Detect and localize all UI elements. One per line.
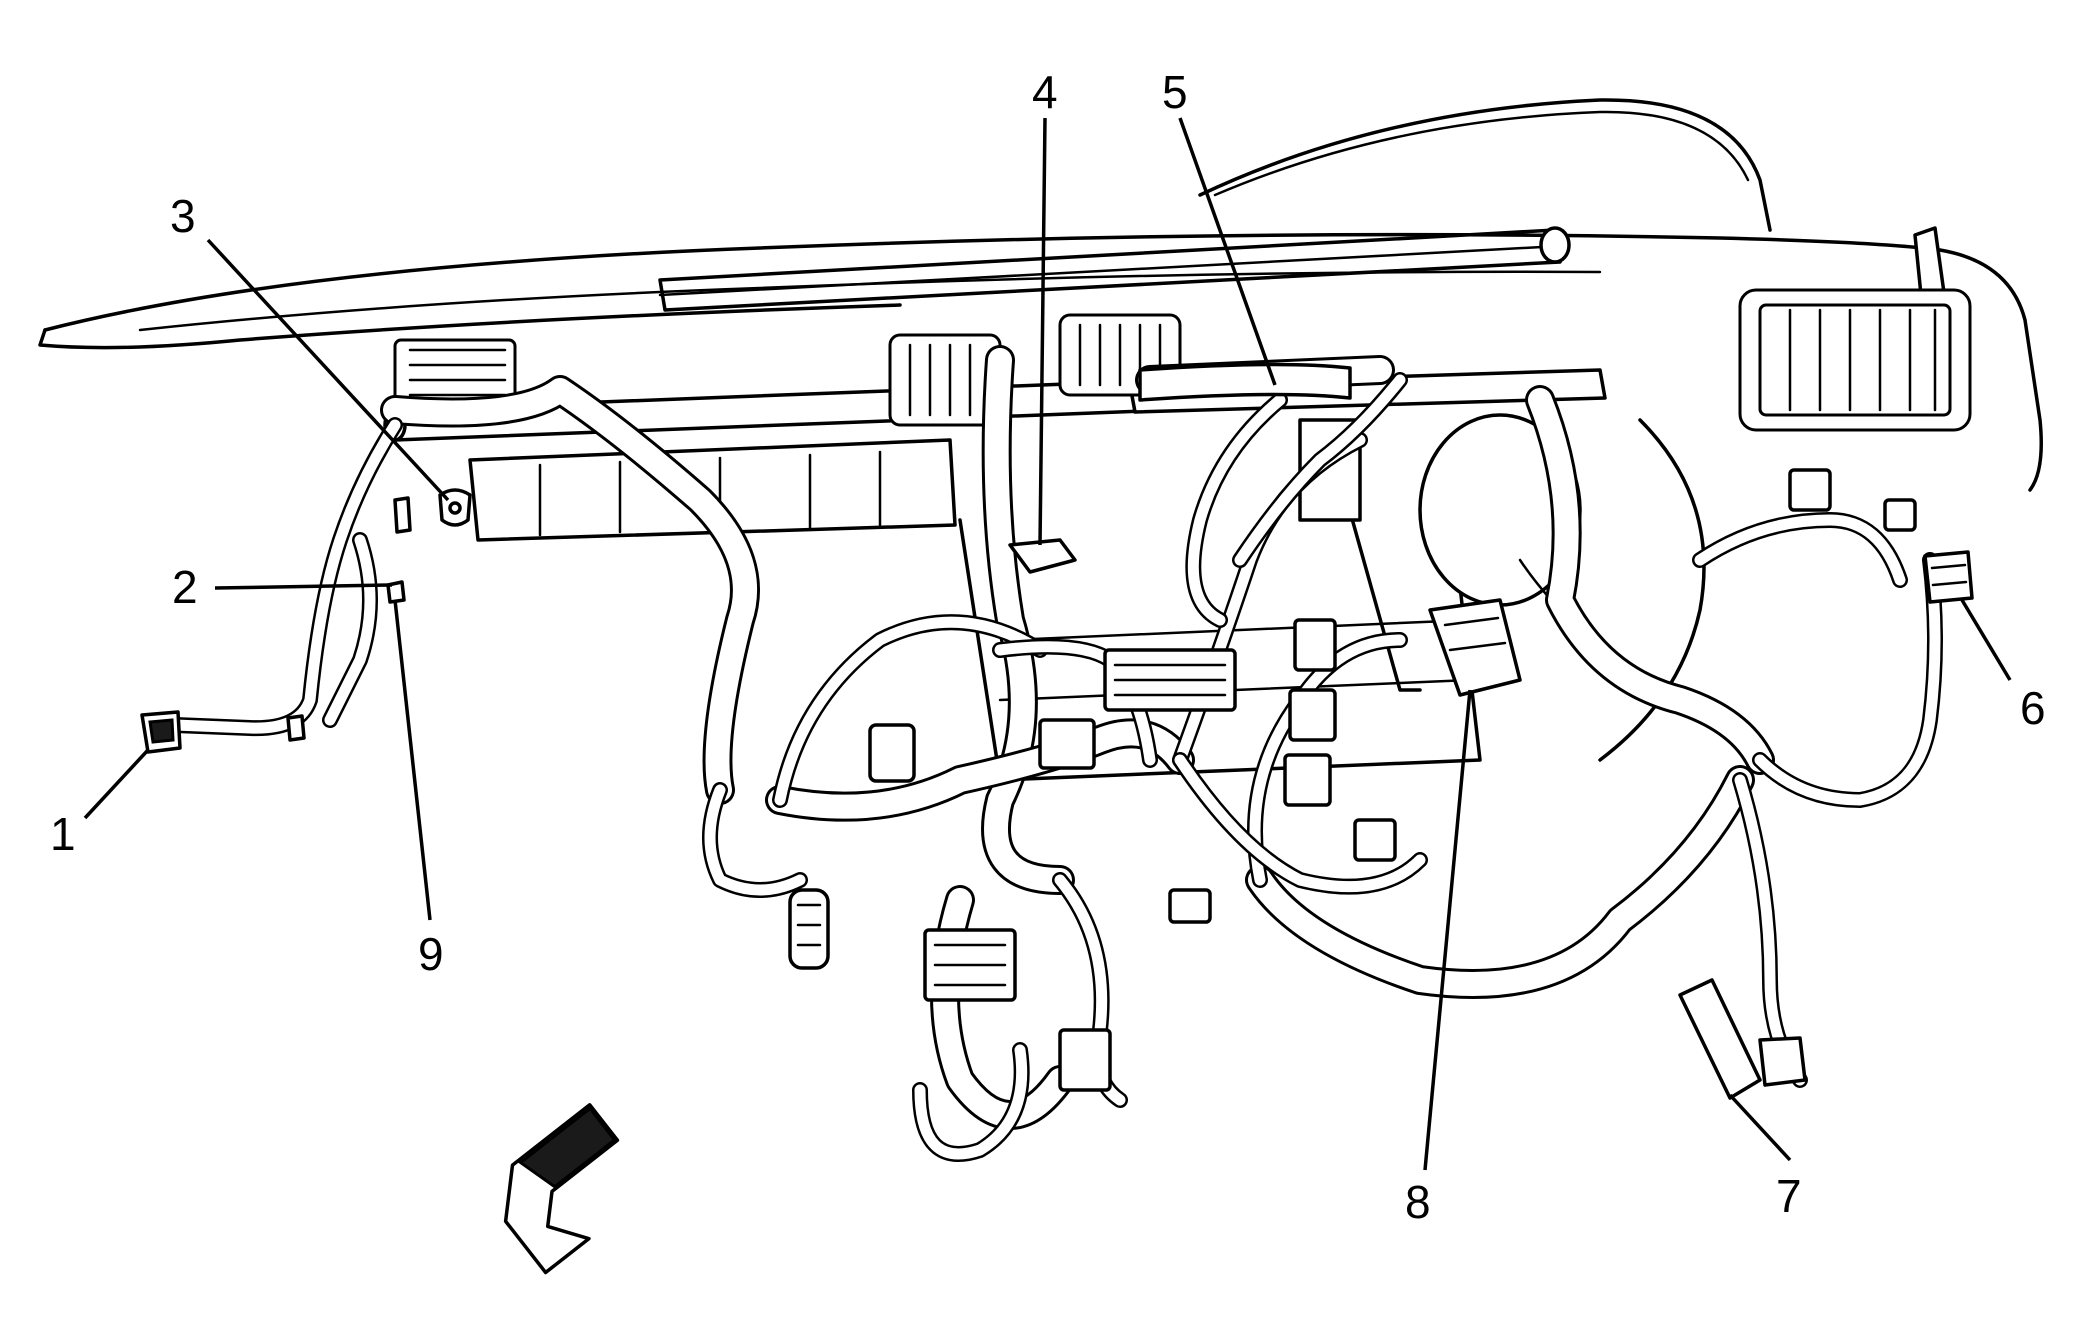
connector-6-body	[1923, 550, 1974, 604]
harness-sleeve-5	[1138, 362, 1352, 402]
left-harness-branch	[167, 417, 412, 742]
front-arrow-icon	[503, 1103, 620, 1275]
callout-2: 2	[172, 561, 198, 613]
leader-6	[1960, 599, 2012, 681]
connector-4-body	[1008, 538, 1077, 574]
leader-2	[214, 583, 393, 590]
callout-3: 3	[170, 190, 196, 242]
leader-5	[1178, 117, 1277, 386]
callout-7: 7	[1776, 1170, 1802, 1222]
leader-7	[1728, 1093, 1792, 1162]
leader-lines	[83, 117, 2012, 1171]
callout-9: 9	[418, 928, 444, 980]
leader-9	[393, 599, 432, 921]
main-harness	[380, 345, 1775, 1130]
callout-6: 6	[2020, 682, 2046, 734]
callout-4: 4	[1032, 66, 1058, 118]
connectors	[140, 362, 1974, 1100]
leader-8	[1423, 689, 1472, 1171]
clip-9	[386, 580, 406, 604]
instrument-panel-upper-shell	[38, 98, 2043, 492]
callout-1: 1	[50, 808, 76, 860]
leader-3	[206, 238, 450, 502]
callout-labels: 1 2 3 4 5 6 7 8 9	[50, 66, 2046, 1228]
leader-4	[1038, 117, 1047, 546]
round-connector-left	[788, 888, 830, 970]
leader-1	[83, 748, 150, 820]
callout-5: 5	[1162, 66, 1188, 118]
callout-8: 8	[1405, 1176, 1431, 1228]
module-7-body	[1678, 978, 1762, 1100]
